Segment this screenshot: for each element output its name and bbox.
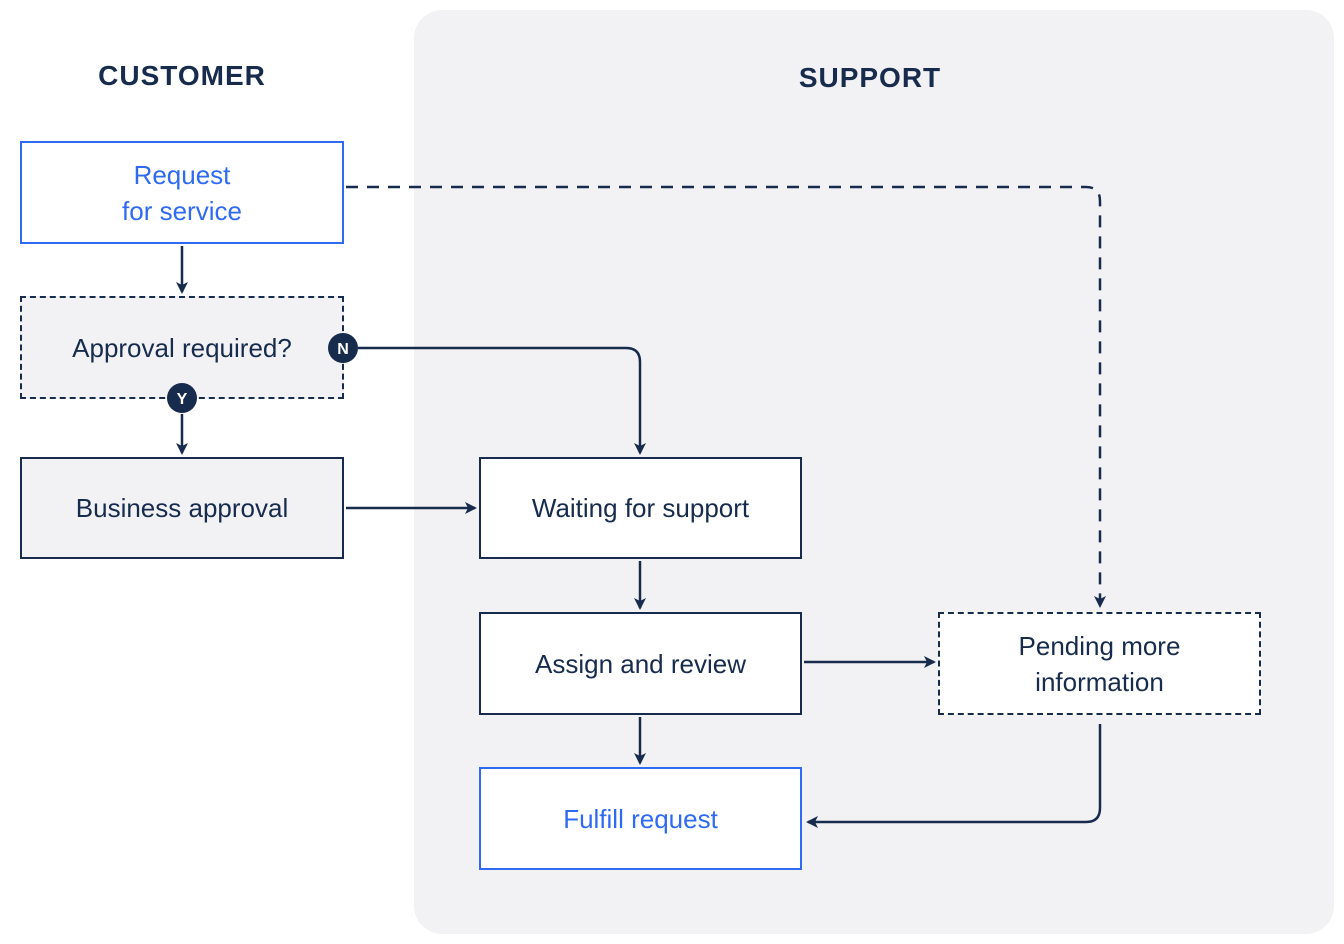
node-waiting-for-support: Waiting for support (479, 457, 802, 559)
badge-yes-label: Y (177, 391, 188, 408)
node-approval-required: Approval required? (20, 296, 344, 399)
edge-pending-to-fulfill (806, 724, 1102, 828)
badge-no: N (328, 333, 358, 363)
node-pending-more-information: Pending more information (938, 612, 1261, 715)
node-request-for-service: Request for service (20, 141, 344, 244)
edge-request-to-pending-dashed (346, 185, 1106, 608)
badge-yes: Y (167, 383, 197, 413)
node-business-approval: Business approval (20, 457, 344, 559)
badge-no-label: N (337, 341, 349, 358)
support-lane-title: SUPPORT (798, 62, 942, 93)
node-fulfill-request: Fulfill request (479, 767, 802, 870)
edge-approval-no-to-waiting (358, 346, 646, 455)
customer-lane-title: CUSTOMER (98, 60, 266, 91)
node-assign-and-review: Assign and review (479, 612, 802, 715)
